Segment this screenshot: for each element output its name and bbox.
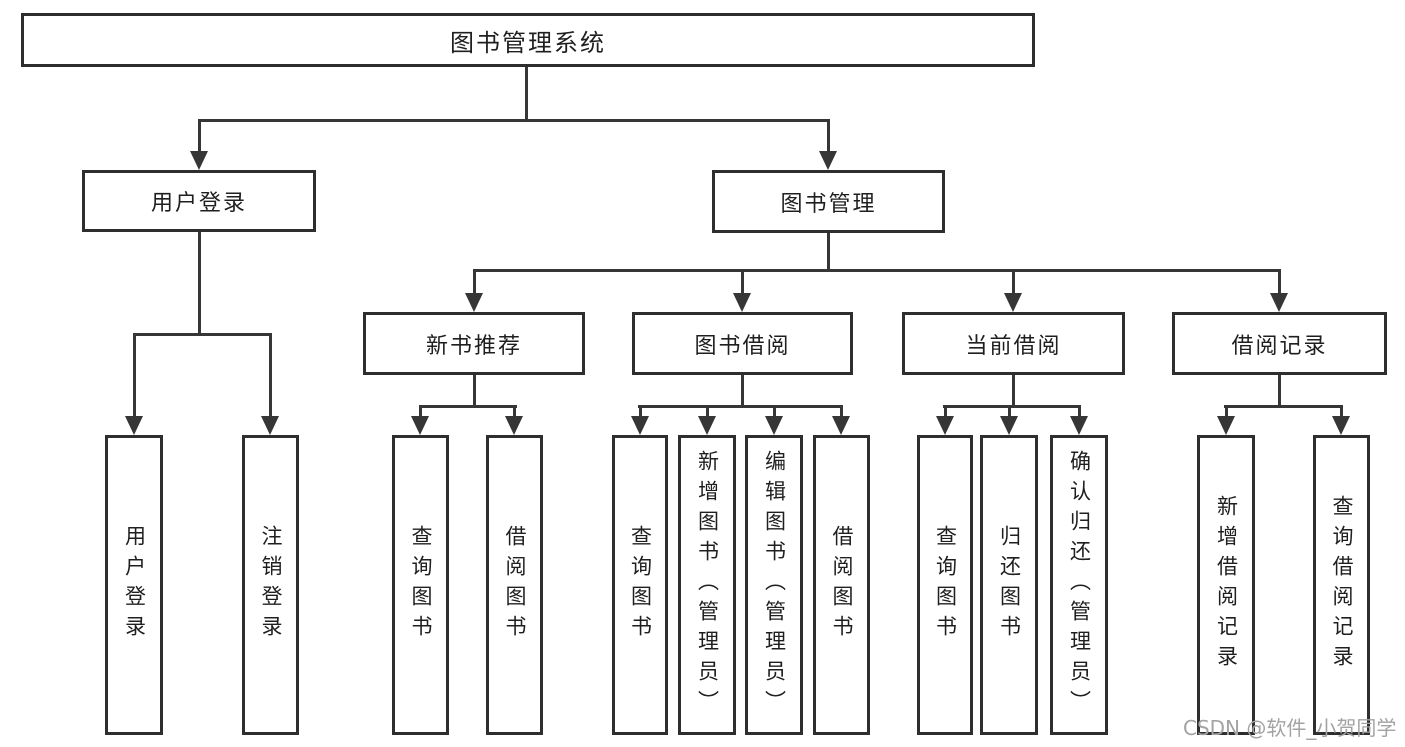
node-current-borrow-label: 当前借阅: [965, 333, 1062, 359]
connector-line: [1078, 405, 1081, 417]
connector-line: [741, 269, 744, 297]
connector-line: [773, 405, 776, 417]
leaf-query-borrow-record-label: 查询借阅记录: [1330, 495, 1354, 675]
arrowhead-icon: [1270, 293, 1288, 312]
leaf-add-book-admin-label: 新增图书（管理员）: [695, 450, 720, 720]
arrowhead-icon: [190, 151, 208, 170]
leaf-add-book-admin: 新增图书（管理员）: [678, 435, 736, 735]
node-root-label: 图书管理系统: [450, 28, 606, 57]
arrowhead-icon: [1217, 416, 1235, 435]
leaf-query-books-recommend: 查询图书: [392, 435, 449, 735]
connector-line: [133, 333, 272, 336]
arrowhead-icon: [733, 293, 751, 312]
leaf-add-borrow-record-label: 新增借阅记录: [1214, 495, 1239, 675]
connector-line: [1278, 375, 1281, 407]
arrowhead-icon: [1000, 416, 1018, 435]
leaf-query-books-recommend-label: 查询图书: [409, 525, 433, 645]
node-book-borrow-label: 图书借阅: [694, 333, 791, 359]
connector-line: [419, 405, 517, 408]
arrowhead-icon: [261, 416, 279, 435]
arrowhead-icon: [832, 416, 850, 435]
connector-line: [706, 405, 709, 417]
connector-line: [198, 119, 830, 122]
connector-line: [1278, 269, 1281, 297]
node-user-login-label: 用户登录: [150, 191, 247, 216]
leaf-borrow-books-label: 借阅图书: [830, 525, 854, 645]
connector-line: [269, 333, 272, 417]
connector-line: [638, 405, 843, 408]
connector-line: [1012, 269, 1015, 297]
arrowhead-icon: [465, 293, 483, 312]
node-root: 图书管理系统: [21, 13, 1035, 67]
leaf-borrow-books: 借阅图书: [813, 435, 870, 735]
node-book-management-label: 图书管理: [780, 191, 877, 217]
arrowhead-icon: [411, 416, 429, 435]
leaf-query-books-borrow-label: 查询图书: [628, 525, 653, 645]
leaf-return-book-label: 归还图书: [997, 525, 1022, 645]
connector-line: [1008, 405, 1011, 417]
leaf-return-book: 归还图书: [980, 435, 1038, 735]
node-borrow-records: 借阅记录: [1172, 312, 1387, 375]
connector-line: [1225, 405, 1228, 417]
node-new-book-recommend-label: 新书推荐: [425, 333, 522, 359]
connector-line: [513, 405, 516, 417]
arrowhead-icon: [936, 416, 954, 435]
leaf-edit-book-admin: 编辑图书（管理员）: [745, 435, 803, 735]
connector-line: [133, 333, 136, 417]
leaf-borrow-books-recommend: 借阅图书: [486, 435, 543, 735]
connector-line: [943, 405, 1081, 408]
leaf-user-login: 用户登录: [105, 435, 163, 735]
connector-line: [473, 269, 476, 297]
node-current-borrow: 当前借阅: [902, 312, 1125, 375]
leaf-add-borrow-record: 新增借阅记录: [1197, 435, 1255, 735]
leaf-query-books-current: 查询图书: [917, 435, 973, 735]
connector-line: [1340, 405, 1343, 417]
leaf-query-books-current-label: 查询图书: [933, 525, 958, 645]
arrowhead-icon: [819, 151, 837, 170]
arrowhead-icon: [125, 416, 143, 435]
leaf-logout: 注销登录: [242, 435, 299, 735]
connector-line: [827, 233, 830, 271]
leaf-borrow-books-recommend-label: 借阅图书: [503, 525, 527, 645]
leaf-query-books-borrow: 查询图书: [612, 435, 668, 735]
connector-line: [827, 119, 830, 157]
node-new-book-recommend: 新书推荐: [363, 312, 585, 375]
leaf-user-login-label: 用户登录: [122, 525, 147, 645]
node-book-borrow: 图书借阅: [632, 312, 853, 375]
arrowhead-icon: [1004, 293, 1022, 312]
connector-line: [473, 375, 476, 407]
arrowhead-icon: [505, 416, 523, 435]
arrowhead-icon: [698, 416, 716, 435]
connector-line: [473, 269, 1281, 272]
node-user-login: 用户登录: [82, 170, 316, 232]
leaf-query-borrow-record: 查询借阅记录: [1313, 435, 1370, 735]
connector-line: [1012, 375, 1015, 407]
arrowhead-icon: [1070, 416, 1088, 435]
connector-line: [419, 405, 422, 417]
connector-line: [525, 67, 528, 122]
leaf-confirm-return-admin: 确认归还（管理员）: [1050, 435, 1108, 735]
arrowhead-icon: [765, 416, 783, 435]
connector-line: [198, 119, 201, 157]
leaf-edit-book-admin-label: 编辑图书（管理员）: [762, 450, 787, 720]
connector-line: [639, 405, 642, 417]
connector-line: [1224, 405, 1343, 408]
connector-line: [198, 232, 201, 336]
node-borrow-records-label: 借阅记录: [1231, 333, 1328, 359]
leaf-confirm-return-admin-label: 确认归还（管理员）: [1067, 450, 1092, 720]
node-book-management: 图书管理: [712, 170, 945, 233]
connector-line: [840, 405, 843, 417]
connector-line: [741, 375, 744, 407]
arrowhead-icon: [631, 416, 649, 435]
connector-line: [944, 405, 947, 417]
leaf-logout-label: 注销登录: [259, 525, 283, 645]
arrowhead-icon: [1332, 416, 1350, 435]
csdn-watermark: CSDN @软件_小贺同学: [1183, 716, 1397, 740]
